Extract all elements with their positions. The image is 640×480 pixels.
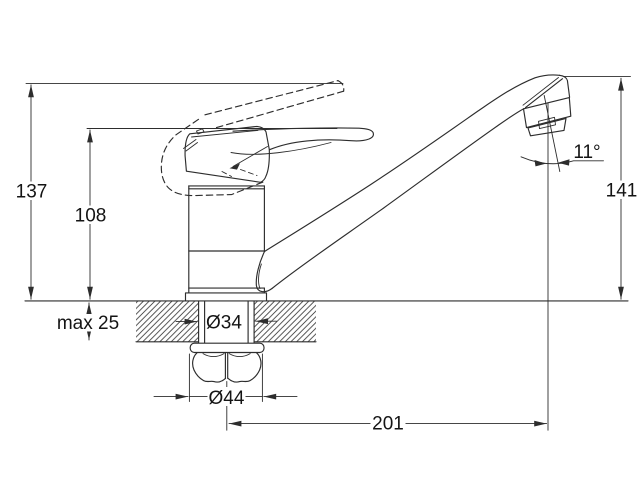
dim-spout-reach-201: 201 — [228, 413, 548, 435]
extension-line — [188, 353, 263, 402]
dim-spout-height-141: 141 — [563, 75, 639, 300]
spout-head-right-edge — [558, 74, 571, 98]
angle-arrow-right — [558, 159, 570, 166]
dim-label-max-25: max 25 — [57, 313, 119, 334]
mounting-shank — [198, 300, 255, 344]
handle-assembly — [183, 125, 374, 183]
spout-head — [522, 74, 572, 137]
dim-flange-diameter-44: Ø44 — [153, 353, 298, 409]
dim-label-d44: Ø44 — [209, 388, 245, 409]
angle-arrow-left — [534, 160, 546, 167]
lever-edge-arrowhead — [229, 163, 240, 170]
aerator — [527, 116, 567, 137]
dim-label-137: 137 — [16, 182, 48, 203]
lever-underside-edge — [232, 146, 268, 167]
dim-max-25: max 25 — [57, 302, 119, 341]
spout — [255, 74, 572, 293]
outlet-collar — [522, 97, 572, 129]
dim-label-11deg: 11° — [573, 142, 600, 163]
spout-head-chamfer — [524, 78, 564, 109]
dim-hole-diameter-34: Ø34 — [175, 310, 277, 334]
spout-upper-edge — [263, 74, 561, 253]
dim-height-108: 108 — [74, 128, 338, 300]
spout-lower-edge — [271, 108, 525, 290]
housing-inner-dashes — [221, 169, 258, 177]
mounting-washer — [189, 342, 265, 354]
housing-phantom-outline — [160, 118, 265, 197]
faucet-body — [184, 185, 268, 383]
dim-outlet-angle-11: 11° — [520, 95, 604, 172]
dim-label-d34: Ø34 — [206, 313, 242, 334]
spout-head-chamfer-inner — [522, 77, 559, 106]
dim-label-108: 108 — [75, 206, 107, 227]
dim-label-141: 141 — [606, 181, 638, 202]
angle-arc — [520, 156, 604, 165]
lever-crease — [230, 142, 332, 155]
housing-cap-marks — [183, 128, 205, 152]
angle-reference-line — [543, 95, 561, 172]
dim-height-137: 137 — [15, 82, 344, 300]
body-ring-lines — [188, 185, 265, 289]
mounting-nut — [192, 352, 262, 383]
spout-elbow-cap — [255, 250, 273, 293]
dim-label-201: 201 — [372, 414, 404, 435]
lever-handle — [232, 127, 374, 151]
base-flange — [184, 292, 268, 302]
housing-cap-seam — [191, 129, 259, 138]
body-column — [188, 185, 265, 294]
spout-elbow-inner-line — [258, 263, 262, 289]
handle-phantom-raised — [160, 80, 345, 197]
